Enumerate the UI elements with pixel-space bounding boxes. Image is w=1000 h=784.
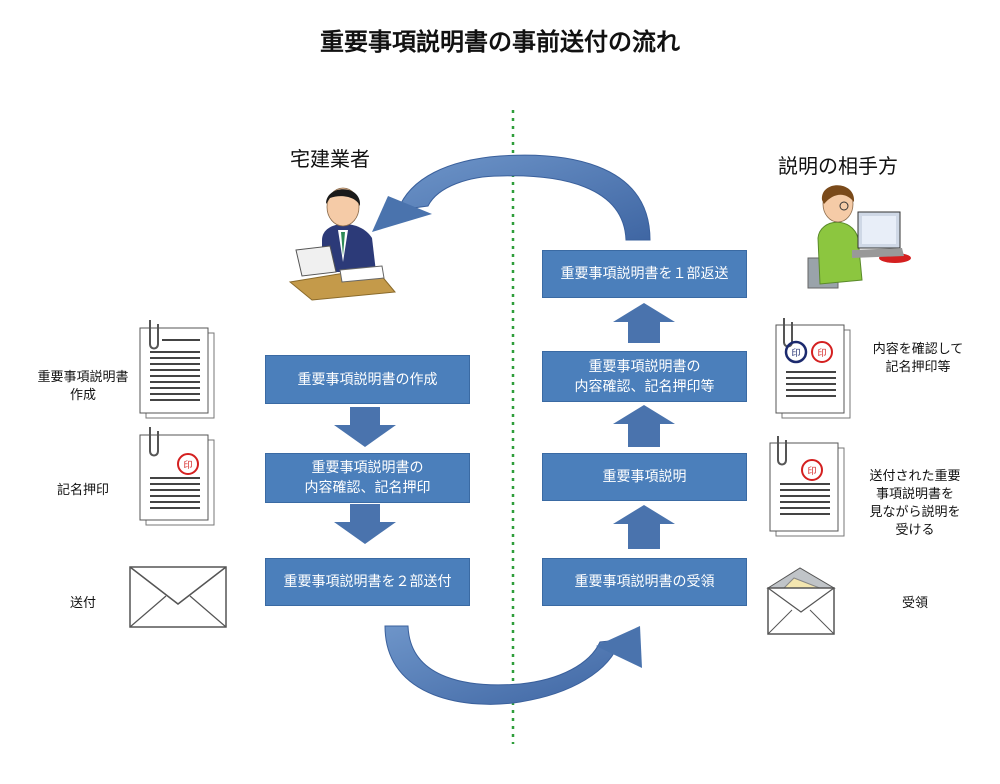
customer-icon <box>807 185 911 289</box>
stamp-mark-red: 印 <box>817 347 826 359</box>
up-arrow-2 <box>613 405 675 447</box>
right-step-return: 重要事項説明書を１部返送 <box>542 250 747 298</box>
party-right-label: 説明の相手方 <box>778 154 898 178</box>
top-return-arrow <box>372 154 651 241</box>
party-left-label: 宅建業者 <box>290 147 370 171</box>
document-explanation-icon: 印 <box>769 436 845 537</box>
left-step-send: 重要事項説明書を２部送付 <box>265 558 470 606</box>
down-arrow-2 <box>334 504 396 544</box>
diagram-title: 重要事項説明書の事前送付の流れ <box>320 28 680 56</box>
label-receive: 受領 <box>901 596 928 611</box>
label-seal: 記名押印 <box>56 483 109 498</box>
right-up-arrows <box>613 303 675 549</box>
envelope-send-icon <box>129 566 227 628</box>
document-create-icon <box>139 320 215 419</box>
right-step-seal: 重要事項説明書の 内容確認、記名押印等 <box>542 351 747 402</box>
document-two-stamps-icon: 印 印 <box>775 318 851 419</box>
right-step-receive: 重要事項説明書の受領 <box>542 558 747 606</box>
up-arrow-1 <box>613 303 675 343</box>
label-explanation: 送付された重要 事項説明書を 見ながら説明を 受ける <box>869 469 961 538</box>
up-arrow-3 <box>613 505 675 549</box>
label-create: 重要事項説明書 作成 <box>37 370 129 403</box>
businessman-icon <box>288 187 396 301</box>
right-step-explanation: 重要事項説明 <box>542 453 747 501</box>
bottom-send-arrow <box>384 625 642 705</box>
label-send: 送付 <box>69 596 96 611</box>
envelope-receive-icon <box>766 567 836 635</box>
document-stamp-icon: 印 <box>139 427 215 526</box>
left-step-seal: 重要事項説明書の 内容確認、記名押印 <box>265 453 470 503</box>
label-confirm: 内容を確認して 記名押印等 <box>872 342 964 375</box>
stamp-mark: 印 <box>183 459 192 471</box>
down-arrow-1 <box>334 407 396 447</box>
stamp-mark-navy: 印 <box>791 347 800 359</box>
left-step-create: 重要事項説明書の作成 <box>265 355 470 404</box>
stamp-mark-explain: 印 <box>807 465 816 477</box>
left-down-arrows <box>334 407 396 544</box>
